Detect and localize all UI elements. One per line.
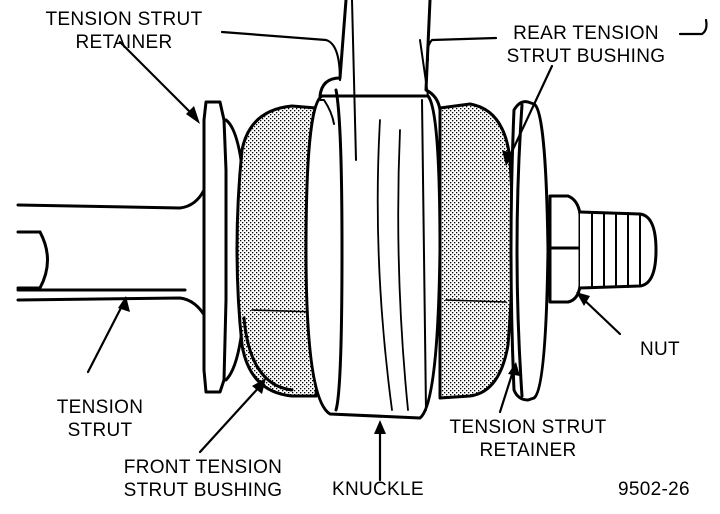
label-line: RETAINER <box>479 440 577 461</box>
label-front-tension-strut-bushing: FRONT TENSION STRUT BUSHING <box>108 456 298 502</box>
threaded-stud <box>578 210 658 290</box>
tension-strut-rod <box>16 188 208 320</box>
label-rear-tension-strut-bushing: REAR TENSION STRUT BUSHING <box>498 22 674 68</box>
nut-shape <box>548 194 582 304</box>
front-bushing <box>235 104 320 398</box>
label-line: TENSION <box>56 397 144 418</box>
label-line: STRUT BUSHING <box>506 46 666 67</box>
label-line: STRUT BUSHING <box>123 480 283 501</box>
label-line: RETAINER <box>75 32 173 53</box>
label-tension-strut-retainer-top: TENSION STRUT RETAINER <box>34 8 214 54</box>
label-knuckle: KNUCKLE <box>332 479 424 500</box>
arrowheads <box>118 106 590 434</box>
label-line: TENSION STRUT <box>449 417 607 438</box>
label-line: FRONT TENSION <box>123 457 283 478</box>
leader-lines <box>86 18 708 482</box>
knuckle-body <box>304 0 442 420</box>
label-nut: NUT <box>640 339 680 360</box>
rear-bushing <box>438 102 515 400</box>
label-tension-strut-retainer-bottom: TENSION STRUT RETAINER <box>430 416 626 462</box>
label-line: STRUT <box>67 420 133 441</box>
label-line: TENSION STRUT <box>45 9 203 30</box>
label-line: REAR TENSION <box>513 23 659 44</box>
rear-retainer-disc <box>509 100 550 402</box>
label-tension-strut: TENSION STRUT <box>40 396 160 442</box>
figure-id: 9502-26 <box>618 479 690 500</box>
